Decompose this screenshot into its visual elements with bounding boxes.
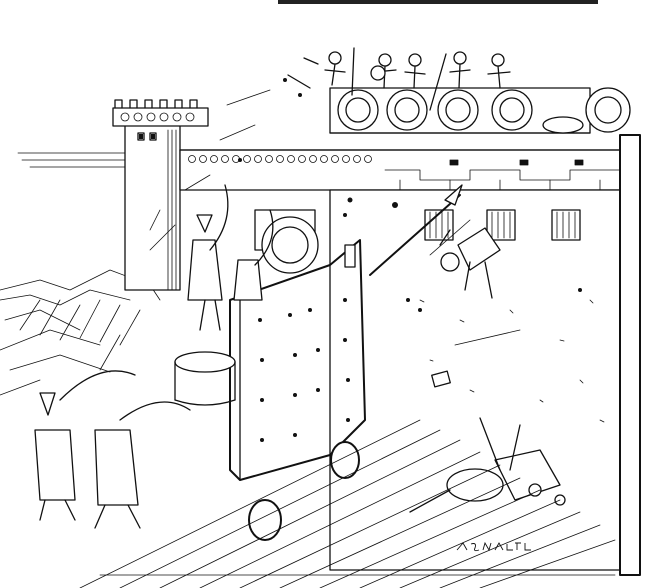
fallen-figures	[409, 417, 566, 513]
siege-engine	[174, 184, 463, 541]
foreground-archers	[34, 370, 191, 529]
left-tower	[112, 99, 209, 291]
debris	[238, 78, 582, 312]
flying-arrows	[99, 89, 521, 371]
falling-defender	[439, 227, 501, 299]
ramp-planks	[79, 419, 616, 588]
upper-platform	[329, 87, 631, 134]
artist-signature	[456, 541, 531, 552]
tower-archers	[187, 184, 274, 331]
cropped-caption-strip	[278, 0, 598, 4]
top-defenders	[287, 47, 511, 111]
main-wall-body	[329, 134, 641, 576]
horizon-lines	[17, 152, 126, 168]
city-wall	[179, 149, 631, 191]
wall-windows	[424, 209, 581, 241]
